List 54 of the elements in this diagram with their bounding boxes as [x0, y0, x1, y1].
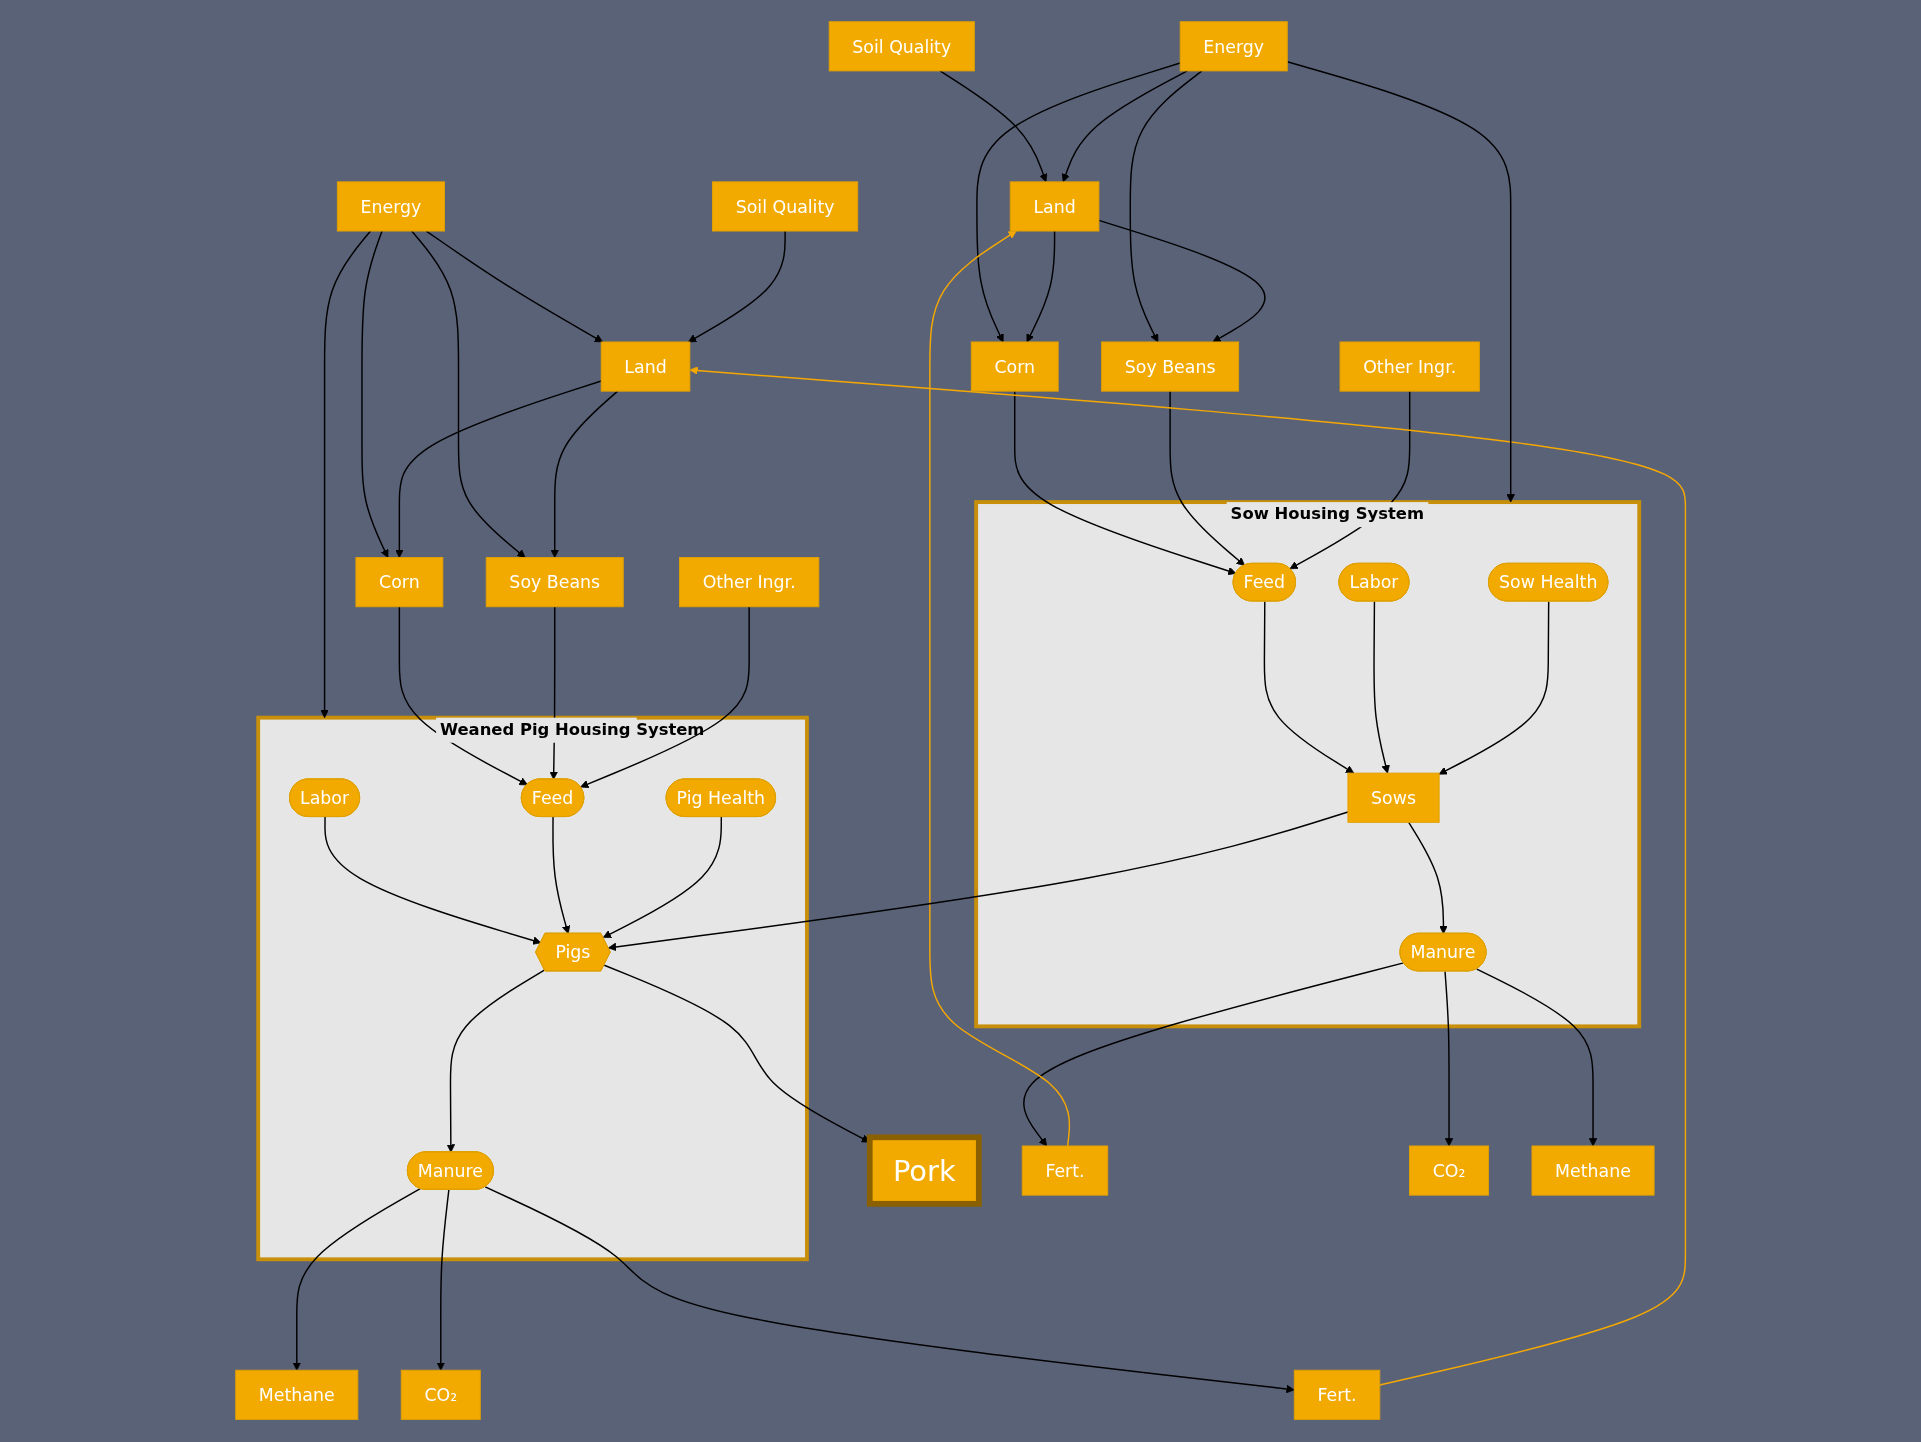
node-box: Soy Beans — [485, 557, 624, 608]
node-box: Land — [1009, 181, 1100, 232]
node-box: Other Ingr. — [1339, 341, 1480, 393]
arrow — [1098, 220, 1266, 343]
arrow — [398, 606, 528, 786]
arrow — [1407, 822, 1448, 935]
arrow — [1061, 70, 1188, 183]
node-box: Sows — [1347, 773, 1440, 824]
arrow — [361, 230, 389, 559]
arrow — [550, 390, 619, 559]
node-box: Methane — [1531, 1145, 1655, 1197]
arrow — [552, 816, 571, 935]
node-box: Energy — [1179, 21, 1288, 72]
node-box: Soil Quality — [711, 181, 859, 232]
arrow — [929, 231, 1071, 1148]
node-box: CO₂ — [1408, 1145, 1489, 1197]
arrow — [1286, 61, 1515, 503]
arrow — [1373, 601, 1390, 774]
arrow — [1444, 971, 1454, 1147]
arrow — [1023, 962, 1405, 1147]
node-box: Soy Beans — [1101, 341, 1239, 393]
arrow — [607, 811, 1349, 952]
node-box: Other Ingr. — [678, 557, 820, 608]
arrow — [1169, 390, 1245, 567]
arrow — [436, 1189, 450, 1372]
node-box: Corn — [355, 557, 444, 608]
arrow — [1438, 601, 1550, 775]
arrow — [976, 62, 1181, 343]
arrow — [425, 230, 603, 343]
node-box: Pork — [866, 1134, 982, 1208]
arrow — [1475, 968, 1598, 1147]
arrow — [292, 1188, 421, 1372]
arrow — [484, 1186, 1295, 1394]
arrow — [602, 816, 722, 939]
arrow — [395, 380, 602, 559]
arrow — [1263, 601, 1355, 774]
arrow — [410, 230, 526, 559]
node-box: Energy — [336, 181, 445, 232]
arrow — [689, 366, 1687, 1387]
node-box: CO₂ — [400, 1370, 481, 1421]
node-box: Fert. — [1021, 1145, 1109, 1197]
node-box: Corn — [970, 341, 1059, 393]
arrow — [687, 230, 786, 343]
node-box: Soil Quality — [828, 21, 975, 72]
node-box: Land — [600, 341, 691, 393]
arrow — [320, 230, 372, 719]
node-box: Methane — [235, 1370, 359, 1421]
arrow — [1013, 390, 1237, 576]
node-box: Fert. — [1293, 1370, 1381, 1421]
arrow — [1026, 230, 1056, 343]
arrow — [324, 816, 542, 946]
arrow — [580, 606, 750, 789]
arrow — [1129, 70, 1203, 343]
arrow — [939, 70, 1048, 183]
